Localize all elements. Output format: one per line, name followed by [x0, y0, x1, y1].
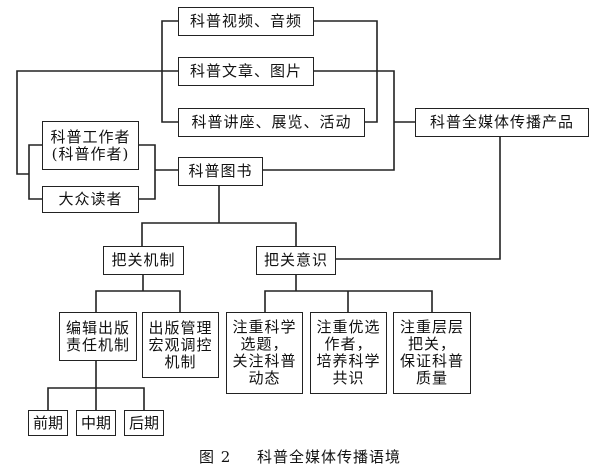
connector-product-awareness [335, 136, 501, 260]
node-focus-layers: 注重层层 把关， 保证科普 质量 [393, 312, 471, 394]
node-editorial-responsibility: 编辑出版 责任机制 [59, 312, 137, 361]
connector-gate-split [141, 222, 297, 246]
node-publishing-macro: 出版管理 宏观调控 机制 [142, 312, 219, 378]
connector-people-bus-right [138, 144, 156, 200]
node-phase-mid: 中期 [76, 410, 116, 436]
node-video-audio: 科普视频、音频 [178, 7, 314, 36]
node-public-readers: 大众读者 [42, 186, 139, 213]
node-focus-topic: 注重科学 选题， 关注科普 动态 [226, 312, 303, 394]
node-articles-images: 科普文章、图片 [178, 57, 314, 86]
connector-articles-left [16, 70, 178, 175]
connector-mechanism-split [95, 290, 181, 312]
node-gate-awareness: 把关意识 [256, 246, 336, 275]
node-sci-books: 科普图书 [178, 157, 263, 186]
node-sci-workers: 科普工作者 (科普作者) [42, 121, 139, 170]
node-focus-authors: 注重优选 作者， 培养科学 共识 [310, 312, 387, 394]
connector-articles-books [262, 70, 395, 171]
figure-number: 图 2 [198, 448, 232, 466]
node-phase-late: 后期 [124, 410, 164, 436]
node-all-media-products: 科普全媒体传播产品 [415, 108, 589, 137]
connector-people-bus-left [28, 144, 42, 200]
figure-title: 科普全媒体传播语境 [257, 448, 402, 466]
node-gate-mechanism: 把关机制 [103, 246, 184, 275]
node-lectures-exhibits: 科普讲座、展览、活动 [178, 108, 365, 137]
figure-caption: 图 2 科普全媒体传播语境 [0, 446, 600, 467]
node-phase-early: 前期 [28, 410, 68, 436]
